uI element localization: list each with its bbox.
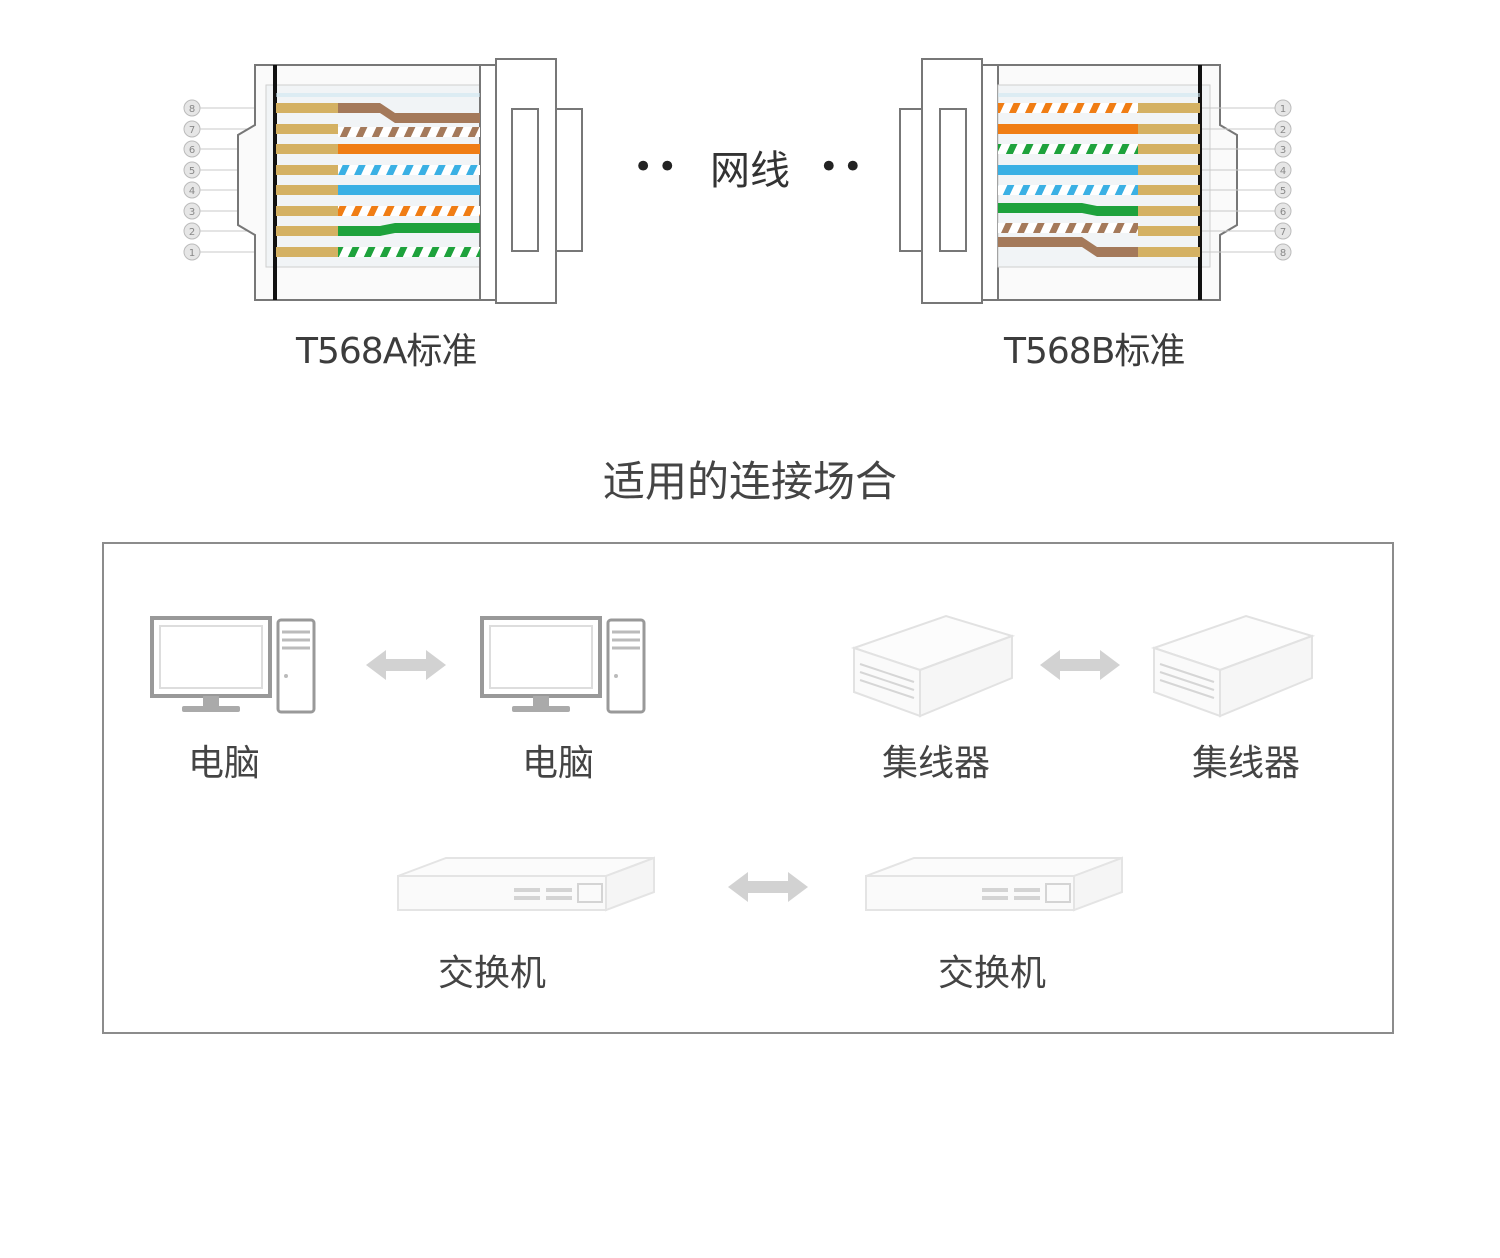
section-title: 适用的连接场合: [602, 457, 897, 506]
t568a-standard-label: T568A标准: [296, 331, 477, 372]
t568b-wires: [998, 93, 1200, 257]
wire-green: [998, 203, 1138, 216]
wire-orange-white: [998, 103, 1138, 113]
pin-number: 5: [1274, 181, 1292, 199]
svg-text:6: 6: [189, 145, 195, 156]
wire-brown: [338, 103, 480, 123]
t568a-plug-body: [237, 58, 583, 304]
wire-blue: [998, 165, 1138, 175]
wire-blue: [338, 185, 480, 195]
pin-number: 3: [1274, 140, 1292, 158]
wire-orange-white: [338, 206, 480, 216]
wire-green: [338, 223, 480, 236]
wire-orange: [338, 144, 480, 154]
wire-orange: [998, 124, 1138, 134]
switch-b-label: 交换机: [937, 953, 1046, 994]
t568a-gold-contacts: [276, 103, 338, 257]
dots-left: ••: [633, 147, 682, 187]
computer-icon: [150, 616, 316, 714]
t568b-pin-numbers: 1 2 3 4 5 6 7 8: [1274, 99, 1292, 261]
svg-text:1: 1: [189, 248, 195, 259]
wire-blue-white: [338, 165, 480, 175]
pin-number: 8: [183, 99, 201, 117]
wire-green-white: [998, 144, 1138, 154]
pc-b-label: 电脑: [521, 743, 594, 784]
svg-text:4: 4: [189, 186, 195, 197]
t568a-wires: [276, 93, 480, 257]
svg-text:6: 6: [1280, 207, 1286, 218]
wire-brown: [998, 237, 1138, 257]
pin-number: 1: [183, 243, 201, 261]
cable-word: 网线: [710, 148, 790, 194]
pin-number: 7: [183, 120, 201, 138]
svg-text:7: 7: [189, 125, 195, 136]
pin-number: 8: [1274, 243, 1292, 261]
svg-text:3: 3: [189, 207, 195, 218]
switch-a-label: 交换机: [437, 953, 546, 994]
wire-brown-white: [338, 127, 480, 137]
t568b-gold-contacts: [1138, 103, 1200, 257]
pin-number: 4: [183, 181, 201, 199]
pin-number: 2: [1274, 120, 1292, 138]
bidirectional-arrow-icon: [728, 872, 808, 902]
wire-brown-white: [998, 223, 1138, 233]
switch-icon: [865, 856, 1123, 912]
t568a-pin-numbers: 8 7 6 5 4 3 2 1: [183, 99, 201, 261]
wire-green-white: [338, 247, 480, 257]
pc-a-label: 电脑: [187, 743, 260, 784]
hub-a-label: 集线器: [881, 743, 990, 784]
svg-text:8: 8: [189, 104, 195, 115]
svg-text:2: 2: [1280, 125, 1286, 136]
pin-number: 7: [1274, 222, 1292, 240]
hub-icon: [1150, 614, 1316, 718]
pin-number: 6: [183, 140, 201, 158]
t568b-leader-lines: [1202, 107, 1275, 253]
pin-number: 3: [183, 202, 201, 220]
svg-text:8: 8: [1280, 248, 1286, 259]
wire-blue-white: [998, 185, 1138, 195]
pin-number: 5: [183, 161, 201, 179]
dots-right: ••: [818, 147, 867, 187]
pin-number: 4: [1274, 161, 1292, 179]
bidirectional-arrow-icon: [1040, 650, 1120, 680]
hub-icon: [850, 614, 1016, 718]
svg-text:2: 2: [189, 227, 195, 238]
t568b-standard-label: T568B标准: [1004, 331, 1185, 372]
pin-number: 6: [1274, 202, 1292, 220]
cable-label: •• 网线 ••: [600, 138, 900, 196]
t568b-connector-diagram: 1 2 3 4 5 6 7 8: [899, 58, 1292, 304]
svg-text:7: 7: [1280, 227, 1286, 238]
t568a-connector-diagram: 8 7 6 5 4 3 2 1: [183, 58, 583, 304]
svg-text:4: 4: [1280, 166, 1286, 177]
svg-text:5: 5: [189, 166, 195, 177]
pin-number: 1: [1274, 99, 1292, 117]
computer-icon: [480, 616, 646, 714]
svg-text:1: 1: [1280, 104, 1286, 115]
switch-icon: [397, 856, 655, 912]
hub-b-label: 集线器: [1191, 743, 1300, 784]
bidirectional-arrow-icon: [366, 650, 446, 680]
connection-scenarios-box: [102, 542, 1394, 1034]
svg-text:3: 3: [1280, 145, 1286, 156]
pin-number: 2: [183, 222, 201, 240]
svg-text:5: 5: [1280, 186, 1286, 197]
